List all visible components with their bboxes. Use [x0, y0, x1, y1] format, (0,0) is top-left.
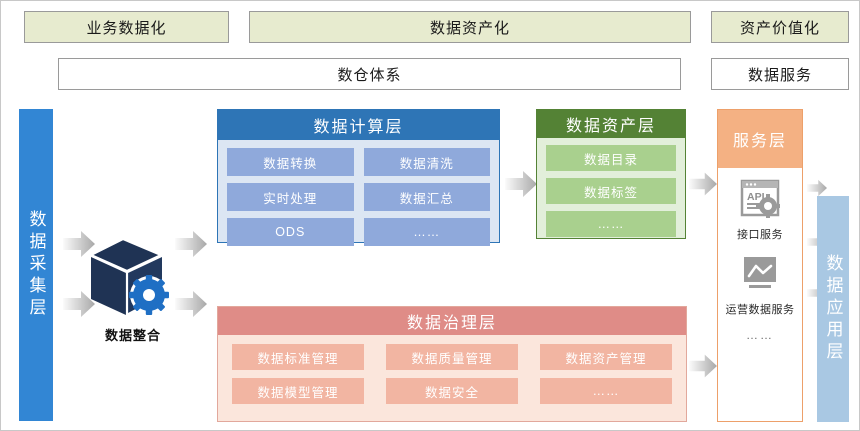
- governance-cell[interactable]: 数据安全: [386, 378, 518, 404]
- bar-label: 数据服务: [747, 66, 812, 84]
- column-data-application-layer: 数据应用层: [817, 196, 849, 422]
- compute-cell[interactable]: 数据汇总: [363, 183, 490, 211]
- service-item-api[interactable]: API 接口服务: [722, 178, 798, 243]
- column-label: 数据采集层: [26, 210, 46, 320]
- arrow-service-to-app-1: [807, 179, 827, 197]
- service-item-label: 接口服务: [737, 229, 783, 241]
- asset-cell[interactable]: ……: [546, 211, 676, 237]
- service-items: API 接口服务: [718, 168, 802, 346]
- arrow-asset-to-service: [689, 171, 717, 197]
- phase-label: 业务数据化: [86, 19, 167, 37]
- asset-cell[interactable]: 数据标签: [546, 178, 676, 204]
- panel-cell-grid: 数据目录 数据标签 ……: [537, 138, 685, 245]
- asset-cell[interactable]: 数据目录: [546, 145, 676, 171]
- governance-cell[interactable]: 数据模型管理: [232, 378, 364, 404]
- arrow-compute-to-asset: [505, 171, 537, 197]
- governance-cell[interactable]: 数据质量管理: [386, 344, 518, 370]
- api-window-icon: API: [740, 179, 780, 218]
- arrow-integration-to-compute: [175, 231, 207, 257]
- arrow-collect-to-integration-top: [63, 231, 95, 257]
- column-label: 数据应用层: [823, 254, 843, 364]
- phase-label: 资产价值化: [739, 19, 820, 37]
- integration-label: 数据整合: [104, 328, 161, 343]
- cube-gear-icon: [88, 237, 169, 315]
- monitor-chart-icon: [744, 256, 776, 288]
- governance-cell[interactable]: 数据标准管理: [232, 344, 364, 370]
- panel-data-computing-layer: 数据计算层 数据转换 数据清洗 实时处理 数据汇总 ODS ……: [217, 109, 500, 246]
- phase-banner-business-digitization: 业务数据化: [24, 11, 229, 43]
- arrow-collect-to-integration-bottom: [63, 291, 95, 317]
- panel-cell-grid: 数据转换 数据清洗 实时处理 数据汇总 ODS ……: [218, 140, 499, 255]
- integration-icon-block: 数据整合: [85, 233, 181, 344]
- panel-title: 数据治理层: [218, 307, 686, 335]
- bar-data-warehouse-system: 数仓体系: [58, 58, 681, 90]
- panel-cell-grid: 数据标准管理 数据质量管理 数据资产管理 数据模型管理 数据安全 ……: [218, 335, 686, 414]
- phase-banner-data-assetization: 数据资产化: [249, 11, 691, 43]
- service-item-operations[interactable]: 运营数据服务: [722, 253, 798, 318]
- compute-cell[interactable]: 数据转换: [227, 148, 354, 176]
- panel-data-asset-layer: 数据资产层 数据目录 数据标签 ……: [536, 109, 686, 239]
- svg-text:API: API: [747, 191, 765, 203]
- panel-title: 服务层: [718, 110, 802, 168]
- panel-title: 数据资产层: [537, 110, 685, 138]
- panel-data-governance-layer: 数据治理层 数据标准管理 数据质量管理 数据资产管理 数据模型管理 数据安全 ……: [217, 306, 687, 422]
- arrow-integration-to-governance: [175, 291, 207, 317]
- phase-banner-asset-valuation: 资产价值化: [711, 11, 849, 43]
- compute-cell[interactable]: ……: [363, 218, 490, 246]
- bar-data-service: 数据服务: [711, 58, 849, 90]
- panel-service-layer: 服务层 API: [717, 109, 803, 422]
- panel-title: 数据计算层: [218, 110, 499, 140]
- arrow-governance-to-service: [689, 353, 717, 379]
- bar-label: 数仓体系: [337, 66, 402, 84]
- governance-cell[interactable]: ……: [540, 378, 672, 404]
- service-more-label: ……: [746, 327, 774, 342]
- compute-cell[interactable]: 实时处理: [227, 183, 354, 211]
- phase-label: 数据资产化: [429, 19, 510, 37]
- compute-cell[interactable]: 数据清洗: [363, 148, 490, 176]
- compute-cell[interactable]: ODS: [227, 218, 354, 246]
- governance-cell[interactable]: 数据资产管理: [540, 344, 672, 370]
- service-item-label: 运营数据服务: [725, 303, 795, 316]
- column-data-collection-layer: 数据采集层: [19, 109, 53, 421]
